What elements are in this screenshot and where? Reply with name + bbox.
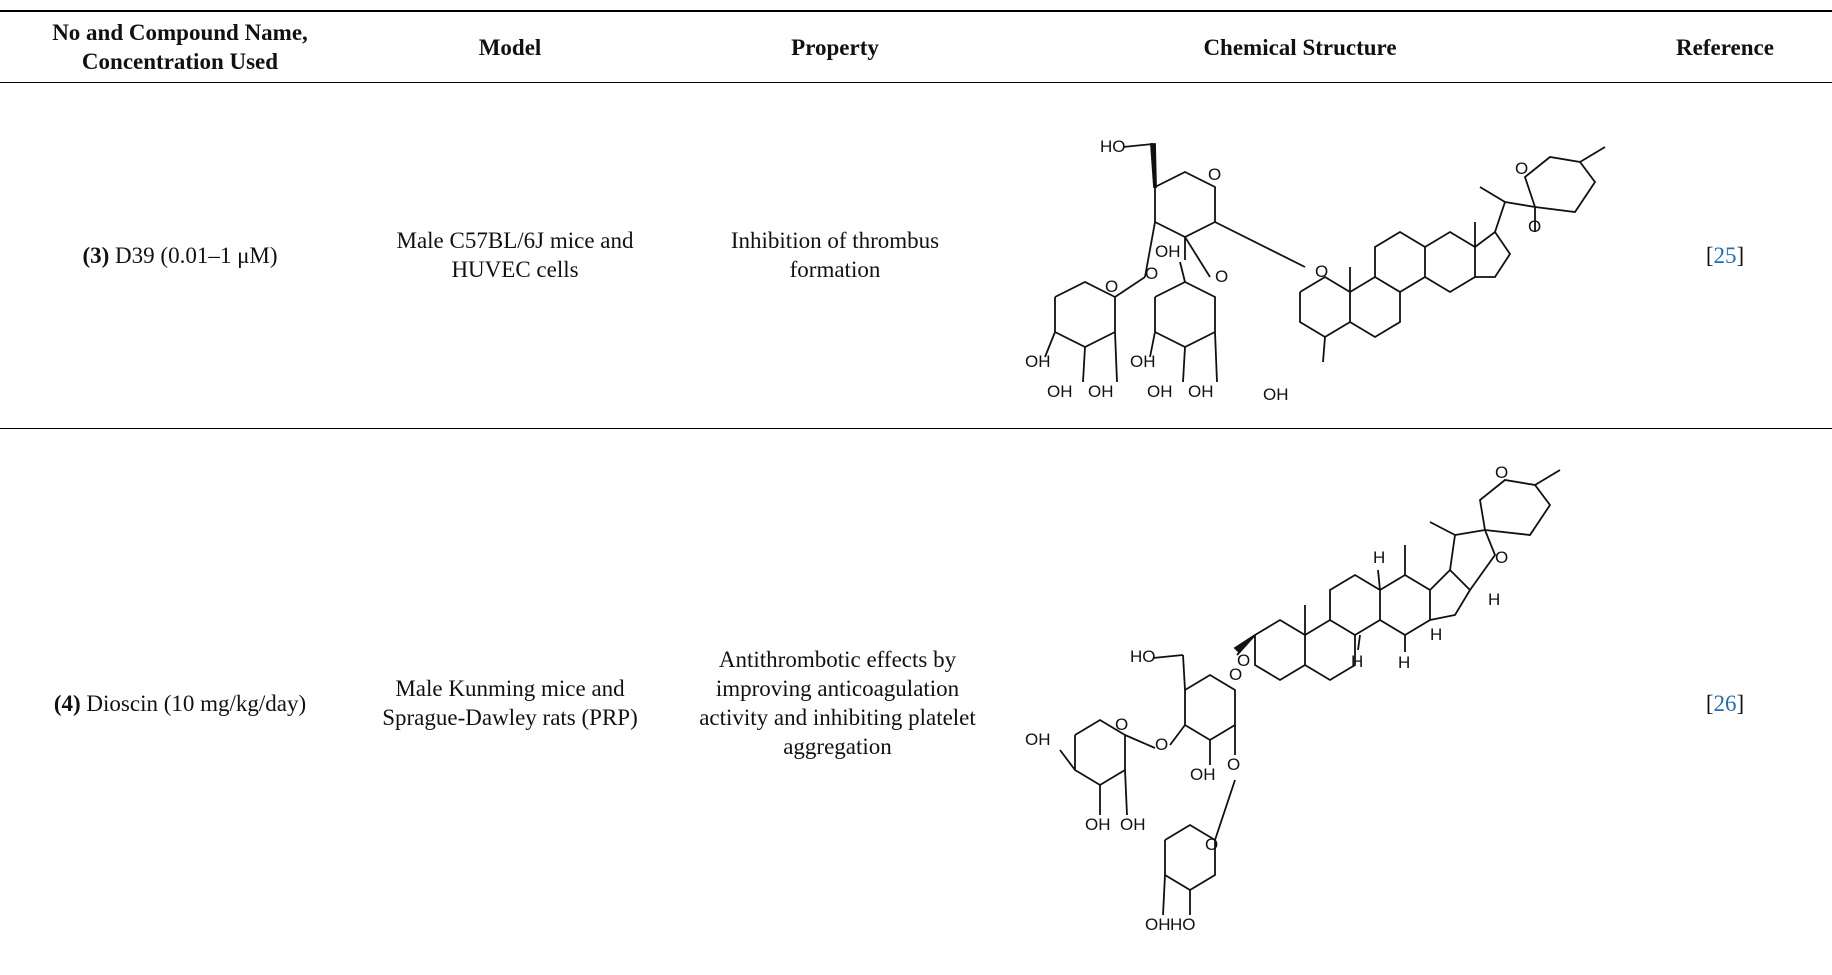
atom-label: H — [1430, 625, 1442, 644]
atom-label: O — [1208, 165, 1221, 184]
header-compound: No and Compound Name, Concentration Used — [52, 20, 308, 74]
atom-label: OH — [1263, 385, 1289, 404]
atom-label: OH — [1025, 730, 1051, 749]
header-bottom-rule — [0, 82, 1832, 83]
compound-number: (4) — [53, 690, 81, 716]
atom-label: H — [1373, 548, 1385, 567]
atom-label: O — [1495, 548, 1508, 567]
atom-label: O — [1229, 665, 1242, 684]
table-row-reference: [25] — [1705, 242, 1745, 268]
atom-label: O — [1145, 264, 1158, 283]
atom-label: O — [1495, 463, 1508, 482]
atom-label: HO — [1130, 647, 1156, 666]
atom-label: HO — [1100, 137, 1126, 156]
chemical-structure-d39: HO O O O O OH O O OH OH OH OH OH OH O OH — [1025, 137, 1606, 404]
atom-label: O — [1227, 755, 1240, 774]
reference-link[interactable]: 26 — [1713, 690, 1737, 716]
atom-label: O — [1215, 267, 1228, 286]
compound-name: D39 (0.01–1 μM) — [115, 242, 278, 268]
atom-label: O — [1315, 262, 1328, 281]
table-top-rule — [0, 10, 1832, 12]
reference-link[interactable]: 25 — [1713, 242, 1737, 268]
header-reference: Reference — [1676, 34, 1774, 60]
compound-number: (3) — [82, 242, 110, 268]
table-row-model: Male Kunming mice and Sprague-Dawley rat… — [382, 676, 638, 730]
atom-label: OH — [1088, 382, 1114, 401]
atom-label: OH — [1025, 352, 1051, 371]
atom-label: OH — [1190, 765, 1216, 784]
row-divider — [0, 428, 1832, 429]
atom-label: O — [1205, 835, 1218, 854]
table-row-compound: (3) D39 (0.01–1 μM) — [15, 220, 345, 290]
table-row-compound: (4) Dioscin (10 mg/kg/day) — [15, 668, 345, 738]
atom-label: H — [1488, 590, 1500, 609]
atom-label: OH — [1188, 382, 1214, 401]
atom-label: OH — [1047, 382, 1073, 401]
atom-label: O — [1237, 651, 1250, 670]
atom-label: OH — [1155, 242, 1181, 261]
chemical-structure-dioscin: O O H H H H H HO O O OH O O OH OH OH O O… — [1025, 463, 1561, 934]
atom-label: OH — [1147, 382, 1173, 401]
atom-label: OH — [1085, 815, 1111, 834]
header-model: Model — [478, 34, 542, 60]
table-row-property: Inhibition of thrombus formation — [730, 228, 940, 282]
atom-label: O — [1105, 277, 1118, 296]
atom-label: O — [1155, 735, 1168, 754]
atom-label: OH — [1130, 352, 1156, 371]
table-row-reference: [26] — [1705, 690, 1745, 716]
atom-label: OH — [1120, 815, 1146, 834]
atom-label: O — [1528, 217, 1541, 236]
atom-label: H — [1398, 653, 1410, 672]
atom-label: H — [1351, 652, 1363, 671]
header-property: Property — [791, 34, 879, 60]
table-row-model: Male C57BL/6J mice and HUVEC cells — [396, 228, 634, 282]
atom-label: HO — [1170, 915, 1196, 934]
table-row-property: Antithrombotic effects by improving anti… — [699, 647, 976, 759]
atom-label: O — [1115, 715, 1128, 734]
compound-name: Dioscin (10 mg/kg/day) — [86, 690, 307, 716]
atom-label: OH — [1145, 915, 1171, 934]
atom-label: O — [1515, 159, 1528, 178]
header-structure: Chemical Structure — [1203, 34, 1397, 60]
